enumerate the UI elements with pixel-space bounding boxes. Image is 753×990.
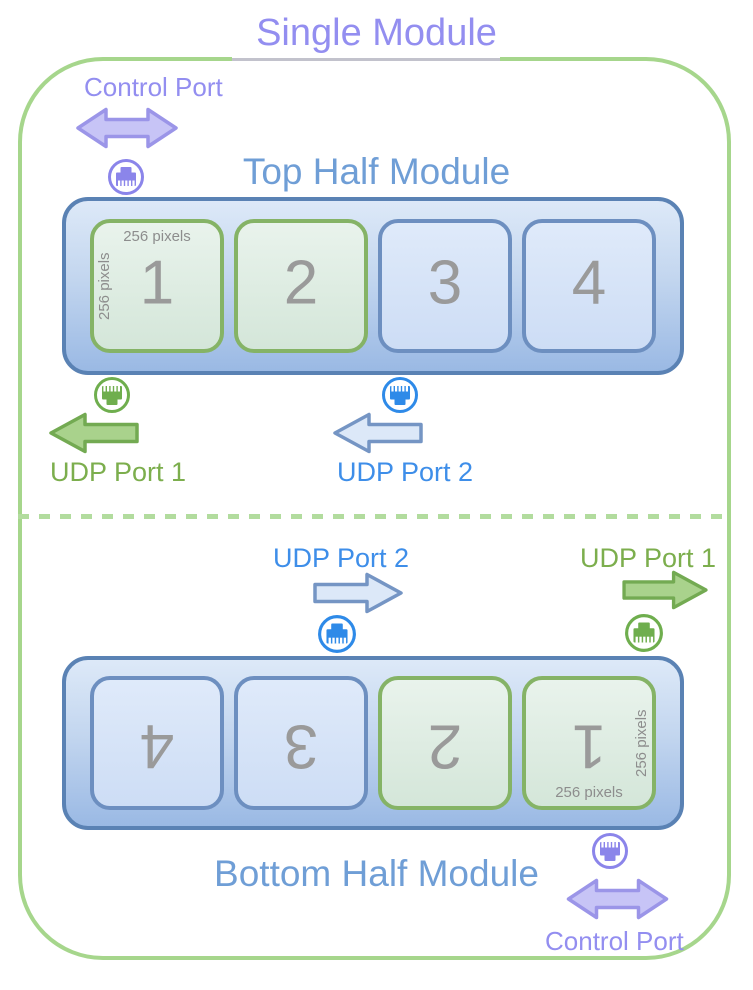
udp-port-1-arrow-left-icon	[48, 412, 140, 454]
block-number: 3	[283, 711, 319, 781]
block-number: 1	[571, 711, 607, 781]
block-width-label: 256 pixels	[123, 228, 191, 245]
control-port-label-bottom: Control Port	[545, 926, 684, 956]
control-port-double-arrow-icon-top	[75, 105, 179, 151]
ethernet-port-icon-udp1-bottom	[624, 613, 664, 653]
block-number: 2	[283, 248, 319, 318]
top-half-module-box: 256 pixels 256 pixels 1 2 3 4	[62, 197, 684, 375]
pixel-block-top-2: 2	[234, 219, 368, 353]
block-number: 2	[427, 711, 463, 781]
udp-port-2-label-top: UDP Port 2	[337, 457, 474, 487]
pixel-block-top-4: 4	[522, 219, 656, 353]
pixel-block-top-3: 3	[378, 219, 512, 353]
block-number: 4	[139, 711, 175, 781]
pixel-block-bottom-2: 2	[378, 676, 512, 810]
ethernet-port-icon-udp1-top	[93, 376, 131, 414]
ethernet-port-icon-udp2-bottom	[317, 614, 357, 654]
bottom-half-module-box: 4 3 2 256 pixels 256 pixels 1	[62, 656, 684, 830]
block-number: 3	[427, 248, 463, 318]
pixel-block-bottom-4: 4	[90, 676, 224, 810]
ethernet-port-icon-control-top	[107, 158, 145, 196]
pixel-block-bottom-1: 256 pixels 256 pixels 1	[522, 676, 656, 810]
udp-port-2-label-bottom: UDP Port 2	[273, 543, 410, 573]
title-underline	[232, 48, 500, 61]
pixel-block-top-1: 256 pixels 256 pixels 1	[90, 219, 224, 353]
ethernet-port-icon-udp2-top	[381, 376, 419, 414]
half-module-divider	[18, 514, 731, 519]
udp-port-2-arrow-right-icon	[312, 572, 404, 614]
page-title: Single Module	[256, 12, 497, 54]
top-half-title: Top Half Module	[242, 151, 511, 192]
block-width-label: 256 pixels	[555, 784, 623, 801]
pixel-block-bottom-3: 3	[234, 676, 368, 810]
control-port-label-top: Control Port	[84, 72, 223, 102]
udp-port-1-label-bottom: UDP Port 1	[580, 543, 717, 573]
udp-port-2-arrow-left-icon	[332, 412, 424, 454]
udp-port-1-label-top: UDP Port 1	[50, 457, 187, 487]
bottom-half-title: Bottom Half Module	[214, 853, 539, 894]
udp-port-1-arrow-right-icon	[618, 570, 712, 610]
ethernet-port-icon-control-bottom	[591, 832, 629, 870]
block-number: 1	[139, 248, 175, 318]
control-port-double-arrow-icon-bottom	[563, 876, 672, 922]
block-number: 4	[571, 248, 607, 318]
